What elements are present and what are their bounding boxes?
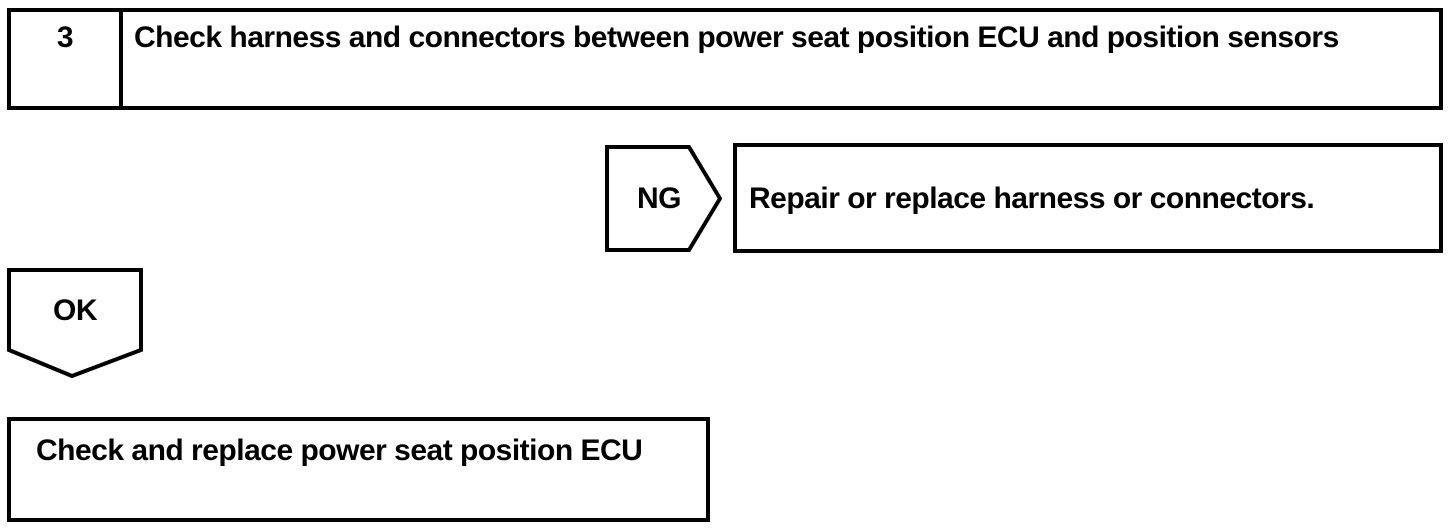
step-title: Check harness and connectors between pow… (134, 21, 1339, 54)
ng-right-arrow-icon (605, 145, 722, 252)
ok-action-box: Check and replace power seat position EC… (7, 417, 710, 522)
step-box: 3 Check harness and connectors between p… (7, 8, 1443, 110)
ng-action-text: Repair or replace harness or connectors. (749, 181, 1315, 215)
ok-label: OK (53, 293, 98, 327)
ok-connector: OK (7, 268, 143, 378)
ng-label: NG (637, 182, 682, 215)
step-number-cell: 3 (11, 12, 123, 106)
step-number: 3 (56, 21, 74, 54)
ng-action-box: Repair or replace harness or connectors. (733, 143, 1443, 253)
ok-down-arrow-icon (7, 268, 143, 378)
ng-connector: NG (605, 145, 722, 252)
ok-action-text: Check and replace power seat position EC… (36, 434, 643, 467)
step-title-cell: Check harness and connectors between pow… (123, 12, 1439, 106)
